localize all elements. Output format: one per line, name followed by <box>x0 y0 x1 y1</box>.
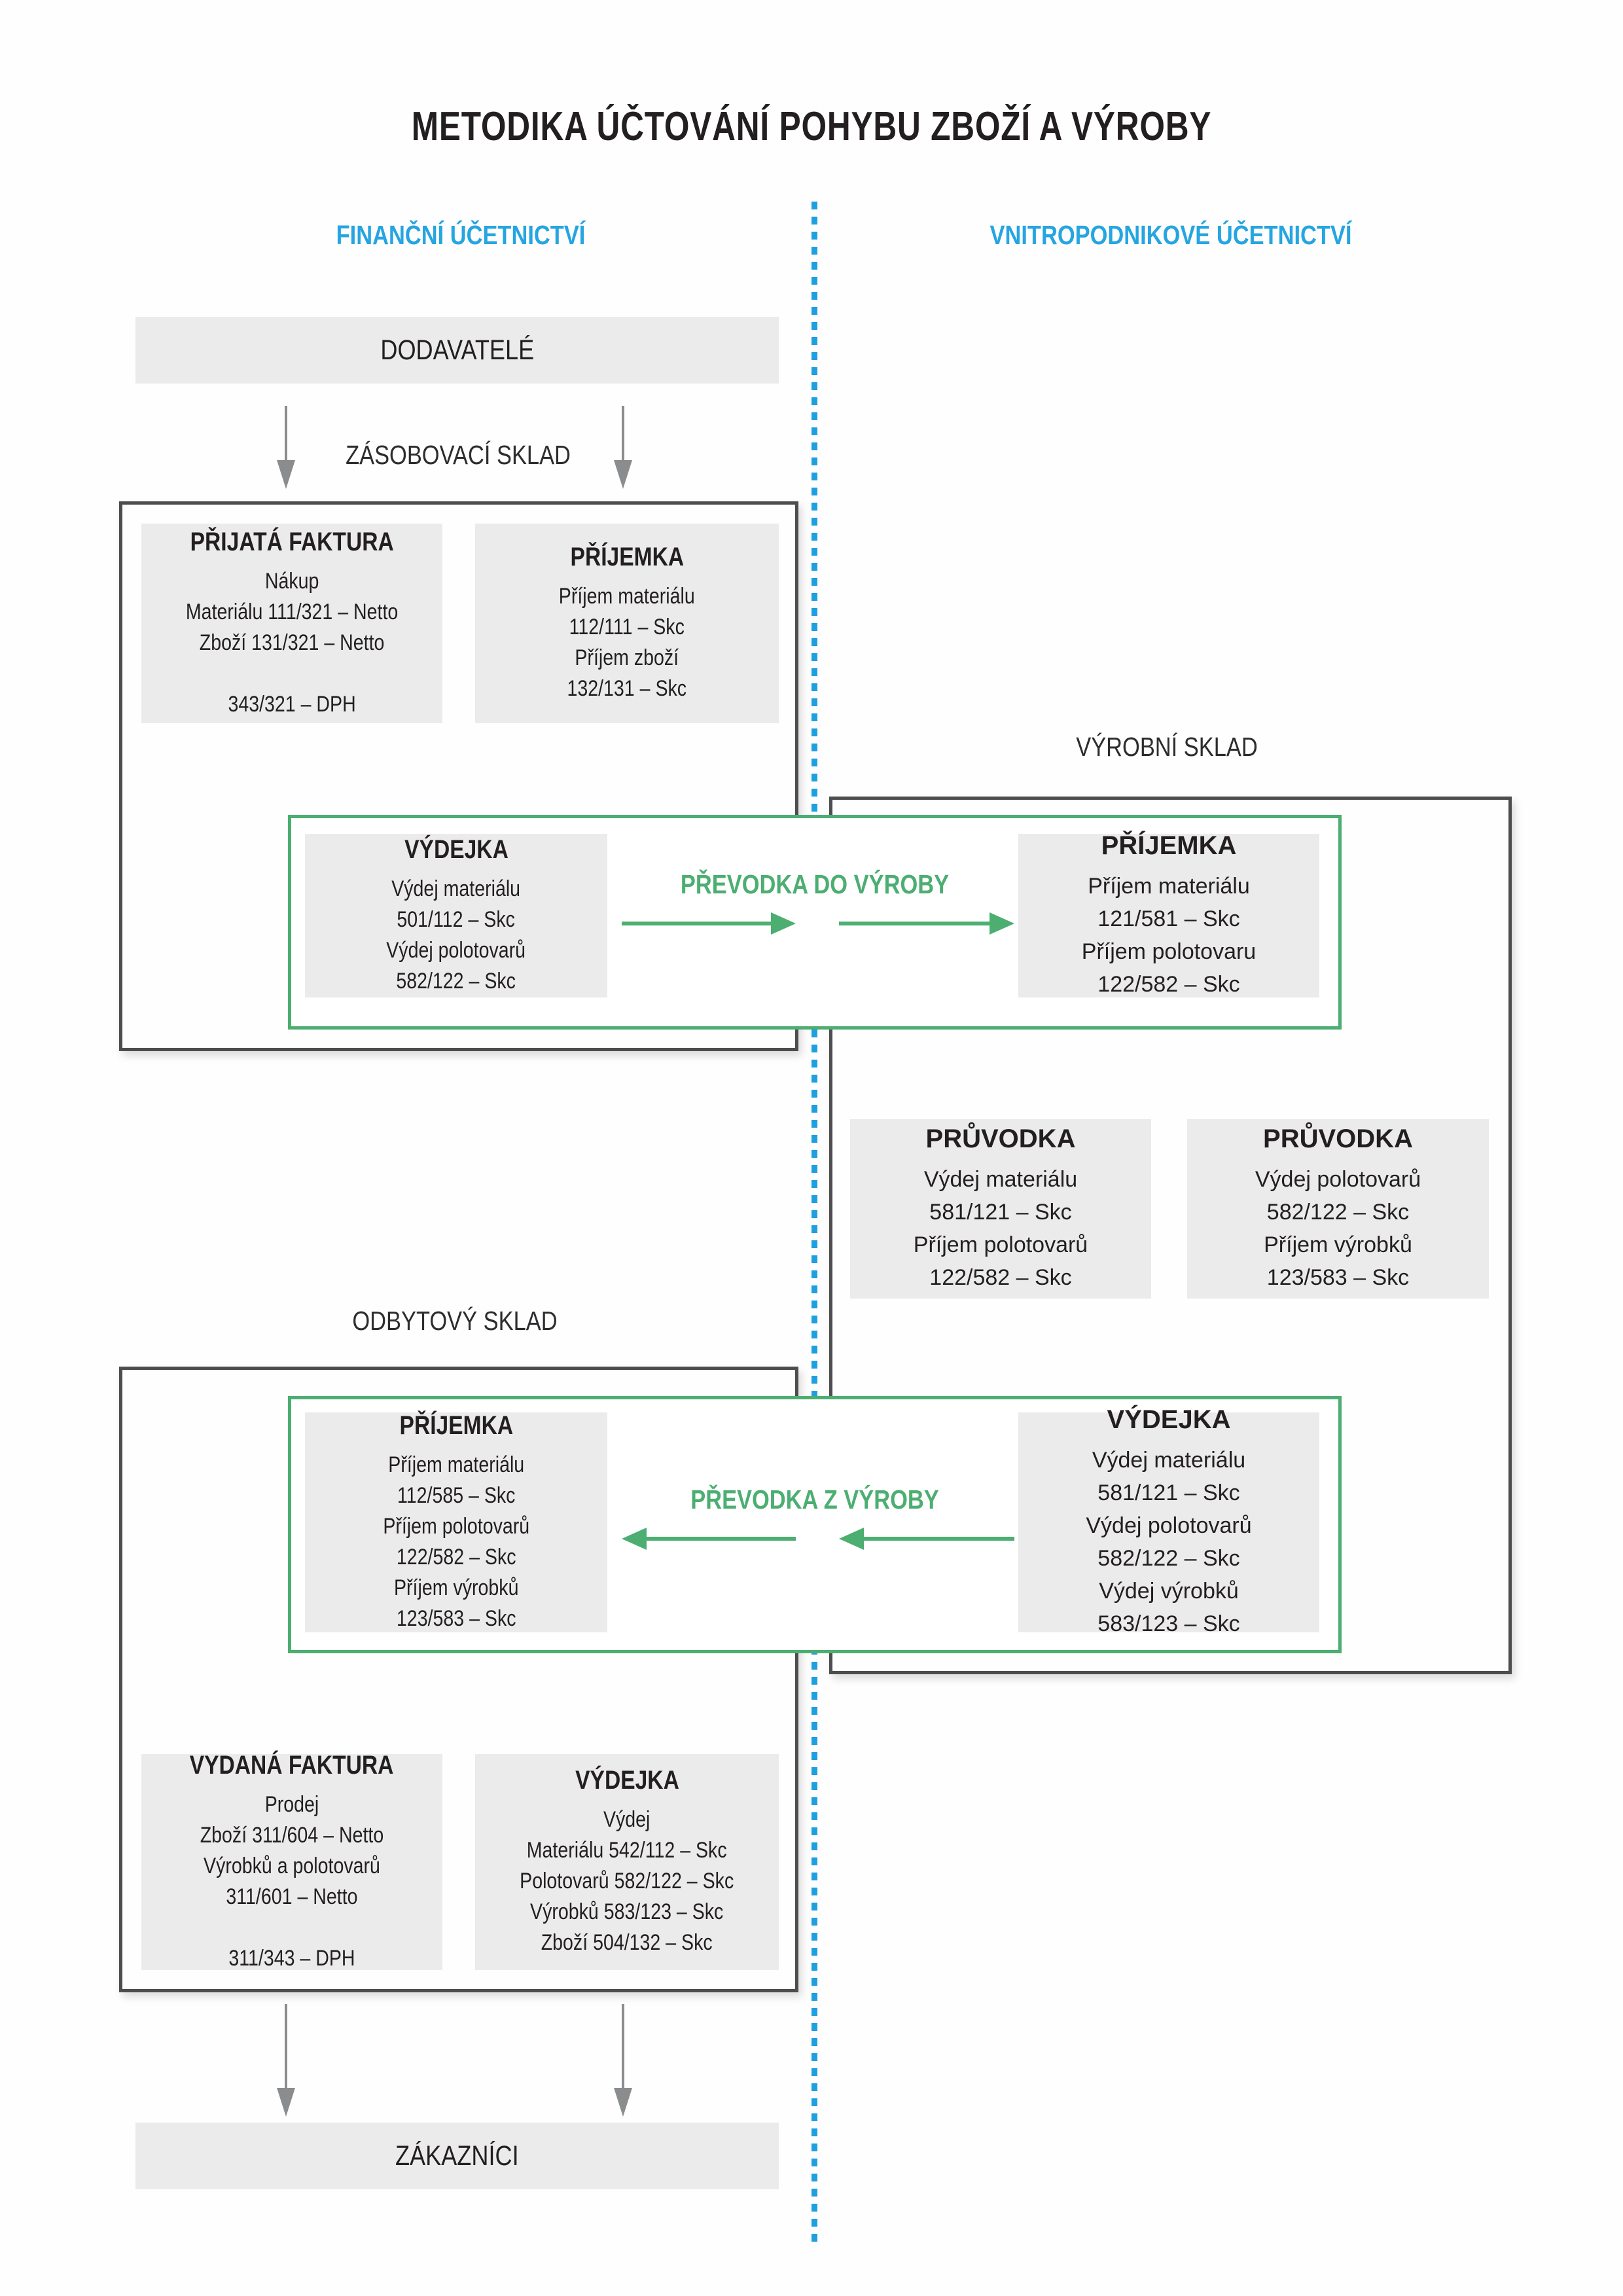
received-invoice-title: PŘIJATÁ FAKTURA <box>190 527 394 556</box>
routing-card-2-title: PRŮVODKA <box>1263 1124 1413 1153</box>
arrow-left-icon <box>863 1537 1014 1541</box>
issue-note-sales-title: VÝDEJKA <box>575 1766 679 1795</box>
page-title: METODIKA ÚČTOVÁNÍ POHYBU ZBOŽÍ A VÝROBY <box>411 104 1212 149</box>
section-label-production-warehouse: VÝROBNÍ SKLAD <box>1076 732 1258 762</box>
column-header-financial: FINANČNÍ ÚČETNICTVÍ <box>336 220 586 250</box>
issue-note-from-production-title: VÝDEJKA <box>1107 1405 1231 1434</box>
customers-label: ZÁKAZNÍCI <box>395 2140 519 2172</box>
issued-invoice-title: VYDANÁ FAKTURA <box>190 1750 394 1780</box>
arrow-right-icon <box>622 922 772 925</box>
transfer-from-production-label: PŘEVODKA Z VÝROBY <box>690 1484 939 1515</box>
arrow-left-icon <box>645 1537 796 1541</box>
arrow-down-icon <box>622 406 624 461</box>
customers-box: ZÁKAZNÍCI <box>135 2123 779 2189</box>
suppliers-box: DODAVATELÉ <box>135 317 779 384</box>
receipt-note-supply-title: PŘÍJEMKA <box>570 543 684 571</box>
receipt-note-sales-title: PŘÍJEMKA <box>399 1410 513 1440</box>
supply-warehouse-container <box>119 501 798 1051</box>
arrow-right-icon <box>839 922 991 925</box>
arrow-down-icon <box>285 2004 287 2089</box>
section-label-sales-warehouse: ODBYTOVÝ SKLAD <box>352 1306 558 1336</box>
transfer-to-production-label: PŘEVODKA DO VÝROBY <box>680 869 950 899</box>
suppliers-label: DODAVATELÉ <box>380 334 534 366</box>
arrow-down-icon <box>622 2004 624 2089</box>
arrow-down-icon <box>285 406 287 461</box>
routing-card-1-title: PRŮVODKA <box>925 1124 1076 1153</box>
issue-note-to-production-title: VÝDEJKA <box>404 834 508 864</box>
section-label-supply-warehouse: ZÁSOBOVACÍ SKLAD <box>346 440 571 470</box>
sales-warehouse-container <box>119 1367 798 1992</box>
column-header-internal: VNITROPODNIKOVÉ ÚČETNICTVÍ <box>990 220 1352 250</box>
column-divider-dotted-line <box>812 202 817 2242</box>
receipt-note-production-title: PŘÍJEMKA <box>1101 831 1237 860</box>
production-warehouse-container <box>829 797 1512 1674</box>
